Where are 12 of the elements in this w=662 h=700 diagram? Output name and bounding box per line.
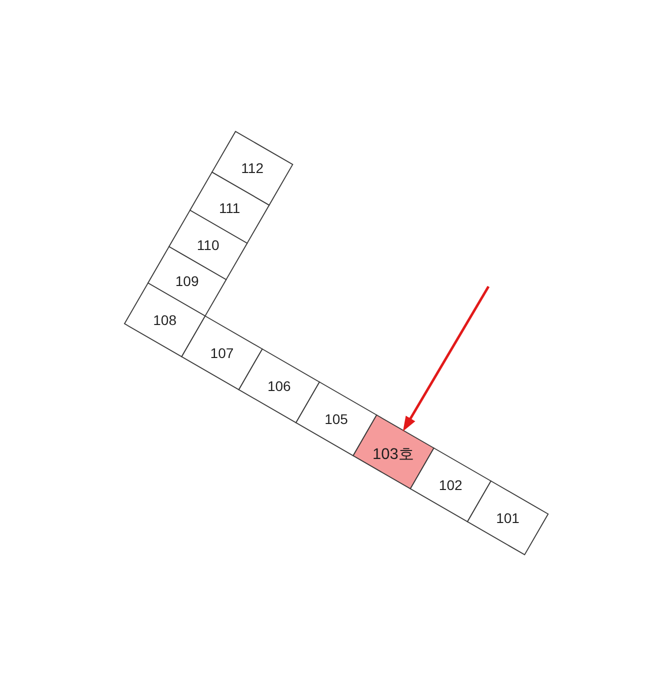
room-number: 101 bbox=[496, 510, 520, 526]
room-number: 105 bbox=[324, 410, 348, 427]
room-number: 112 bbox=[241, 160, 264, 176]
room-number: 107 bbox=[210, 344, 234, 361]
room-number: 110 bbox=[196, 236, 220, 253]
room-number: 109 bbox=[175, 273, 199, 290]
room-number: 106 bbox=[267, 378, 291, 394]
room-number: 111 bbox=[218, 200, 240, 216]
arrow bbox=[402, 286, 490, 432]
room-number: 108 bbox=[153, 312, 176, 328]
room-number: 103호 bbox=[372, 446, 414, 464]
room-number: 102 bbox=[438, 476, 462, 493]
